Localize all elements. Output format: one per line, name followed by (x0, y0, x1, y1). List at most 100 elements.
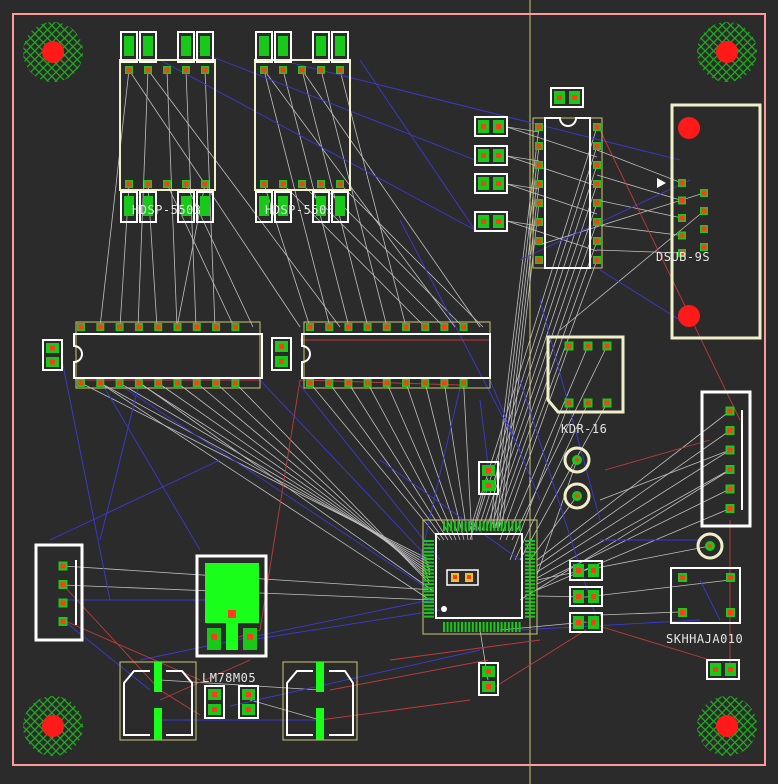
pad (182, 66, 190, 74)
ratsnest-line (444, 382, 469, 541)
pad (583, 398, 593, 408)
pad (535, 199, 543, 207)
ratsnest-line (263, 69, 456, 328)
passive-component[interactable] (271, 337, 292, 371)
ratsnest-line (279, 59, 681, 161)
pad (336, 180, 344, 188)
passive-component[interactable] (706, 659, 740, 680)
pad (144, 66, 152, 74)
cap-left-footprint[interactable] (119, 661, 197, 741)
pad (201, 180, 209, 188)
ratsnest-line (511, 345, 608, 541)
pad (163, 66, 171, 74)
ratsnest-line (282, 183, 426, 328)
pad (725, 504, 735, 513)
passive-component[interactable] (550, 87, 584, 108)
passive-component[interactable] (478, 461, 499, 495)
ratsnest-line (585, 545, 711, 571)
pad (336, 66, 344, 74)
ratsnest-line (61, 359, 111, 601)
board-outline (12, 13, 766, 766)
pad (678, 231, 686, 240)
pad (382, 323, 391, 331)
ratsnest-line (299, 384, 441, 561)
pad (700, 243, 708, 251)
ratsnest-line (159, 659, 251, 701)
ratsnest-line (99, 379, 141, 541)
ratsnest-line (536, 410, 731, 561)
pad (344, 379, 353, 387)
ratsnest-line (604, 439, 711, 471)
ratsnest-line (506, 155, 598, 187)
via-group (563, 446, 724, 560)
cap-right-footprint[interactable] (282, 661, 358, 741)
pad (535, 237, 543, 245)
passive-component[interactable] (474, 145, 508, 166)
dsub-9s-footprint[interactable] (657, 103, 762, 340)
passive-component[interactable] (478, 662, 499, 696)
pad (725, 445, 735, 455)
ratsnest-line (505, 345, 589, 541)
pad (134, 323, 143, 331)
pad (535, 180, 543, 188)
pad (260, 66, 268, 74)
hdsp-right-footprint[interactable] (254, 31, 351, 223)
pad (154, 379, 163, 387)
ratsnest-line (499, 621, 587, 631)
passive-component[interactable] (474, 173, 508, 194)
lm78m05-footprint[interactable] (195, 554, 268, 658)
ratsnest-line (536, 430, 731, 567)
pad (125, 180, 133, 188)
mounting-hole-icon (697, 696, 757, 756)
ratsnest-line (506, 183, 598, 215)
ratsnest-line (489, 379, 541, 501)
kdr-16-footprint[interactable] (546, 335, 625, 414)
passive-component[interactable] (238, 685, 259, 719)
pad (96, 379, 105, 387)
switch-label: SKHHAJA010 (666, 632, 743, 646)
ratsnest-line (559, 210, 705, 331)
ratsnest-line (506, 183, 540, 190)
hdsp-left-footprint[interactable] (119, 31, 216, 223)
passive-component[interactable] (42, 339, 63, 371)
pad (725, 426, 735, 435)
passive-component[interactable] (474, 116, 508, 137)
pad (212, 379, 221, 387)
passive-component[interactable] (569, 560, 603, 581)
pad (96, 323, 105, 331)
ratsnest-line (419, 387, 461, 561)
dip-vertical-footprint[interactable] (532, 117, 603, 269)
ratsnest-line (599, 611, 681, 616)
passive-component[interactable] (569, 612, 603, 633)
ratsnest-line (596, 249, 683, 254)
ratsnest-line (499, 345, 570, 541)
header-left-footprint[interactable] (34, 543, 84, 642)
ratsnest-line (599, 269, 681, 321)
dip-right-footprint[interactable] (301, 321, 491, 389)
dip-left-footprint[interactable] (73, 321, 263, 389)
pad (58, 561, 68, 571)
pad (593, 123, 601, 131)
passive-component[interactable] (569, 586, 603, 607)
pad (144, 180, 152, 188)
pad (182, 180, 190, 188)
ratsnest-line (229, 649, 481, 707)
ratsnest-line (585, 621, 711, 661)
ratsnest-line (159, 59, 476, 231)
ratsnest-line (479, 399, 489, 466)
ratsnest-line (492, 145, 540, 529)
ratsnest-line (259, 379, 431, 561)
header-right-footprint[interactable] (700, 390, 752, 528)
ratsnest-line (514, 402, 589, 561)
passive-component[interactable] (474, 211, 508, 232)
qfp-chip-footprint[interactable] (422, 519, 538, 635)
pad (602, 341, 612, 351)
ratsnest-line (389, 639, 541, 661)
ratsnest-line (536, 469, 731, 579)
skhhaja010-footprint[interactable] (670, 567, 741, 624)
ratsnest-line (424, 382, 465, 541)
via-icon (563, 482, 591, 510)
passive-component[interactable] (204, 685, 225, 719)
